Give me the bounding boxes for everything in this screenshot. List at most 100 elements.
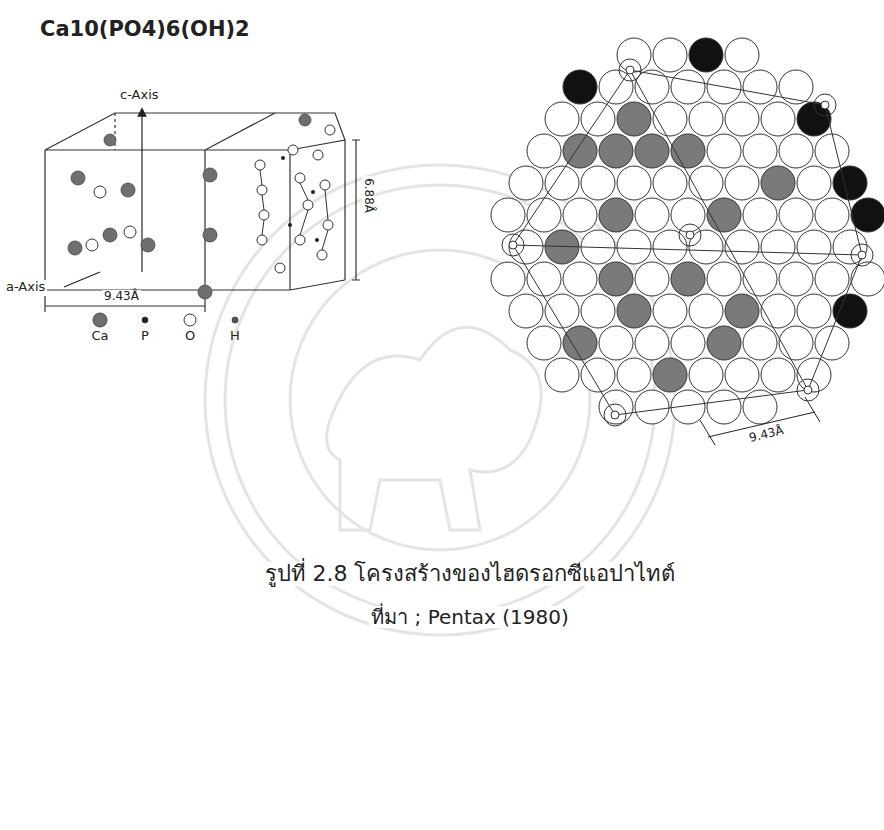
atom [527,134,561,168]
legend-item: H [220,312,250,343]
atom [797,294,831,328]
atom [743,326,777,360]
atom [671,70,705,104]
oh-ring [611,411,619,419]
atom [617,102,651,136]
oh-ring [604,404,626,426]
atom [635,198,669,232]
oh-ring [797,379,819,401]
atom [743,198,777,232]
atom [635,134,669,168]
oh-ring [686,231,694,239]
atom [653,166,687,200]
atom [581,166,615,200]
atom [491,262,525,296]
atom [653,294,687,328]
atom [545,102,579,136]
oh-ring [502,234,524,256]
legend-item: O [175,312,205,343]
legend-swatch [232,317,238,323]
atom [815,134,849,168]
atom [599,70,633,104]
atom [509,294,543,328]
atom [563,70,597,104]
atom [779,134,813,168]
legend-text: O [175,328,205,343]
atom [635,326,669,360]
atom [545,358,579,392]
atom [707,134,741,168]
atom [545,294,579,328]
atom [779,326,813,360]
oh-ring [858,251,866,259]
dimension: 9.43Å [102,290,141,303]
atom [671,262,705,296]
atom [707,326,741,360]
atom [725,358,759,392]
legend-text: H [220,328,250,343]
atom [761,358,795,392]
legend-swatch [142,317,148,323]
atom [617,166,651,200]
legend-item: P [130,312,160,343]
atom [581,294,615,328]
formula-title: Ca10(PO4)6(OH)2 [40,18,250,41]
atom [635,262,669,296]
oh-ring [851,244,873,266]
atom [599,134,633,168]
atom [761,294,795,328]
atom [599,198,633,232]
atom [725,230,759,264]
figure-caption: รูปที่ 2.8 โครงสร้างของไฮดรอกซีแอปาไทต์ [265,562,676,586]
atom [689,38,723,72]
legend-item: Ca [85,312,115,343]
atom [599,326,633,360]
oh-ring [804,386,812,394]
axis-label: c-Axis [118,88,161,102]
atom [833,230,867,264]
atom [671,134,705,168]
atom [725,294,759,328]
atom [689,166,723,200]
legend-text: P [130,328,160,343]
atom [527,262,561,296]
atom [851,198,884,232]
atom [725,38,759,72]
atom [833,166,867,200]
atom [653,102,687,136]
atom [851,262,884,296]
atom [797,230,831,264]
atom [617,230,651,264]
atom [509,230,543,264]
legend-swatch [92,312,108,328]
atom [833,294,867,328]
atom [761,230,795,264]
oh-ring [679,224,701,246]
atom [689,102,723,136]
legend-text: Ca [85,328,115,343]
dimension: 9.43Å [746,424,787,446]
atom [671,326,705,360]
atom [509,166,543,200]
atom [527,198,561,232]
oh-ring [821,101,829,109]
atom [617,358,651,392]
atom [563,326,597,360]
atom [815,198,849,232]
oh-ring [626,66,634,74]
legend-swatch [227,312,243,328]
atom [779,70,813,104]
dimension: 6.88Å [362,177,375,216]
atom [707,198,741,232]
axis-label: a-Axis [4,280,47,294]
oh-ring [619,59,641,81]
atom [653,358,687,392]
atom [707,390,741,424]
atom [689,294,723,328]
atom [563,262,597,296]
atom [707,262,741,296]
oh-ring [509,241,517,249]
atom [797,166,831,200]
atom [617,294,651,328]
